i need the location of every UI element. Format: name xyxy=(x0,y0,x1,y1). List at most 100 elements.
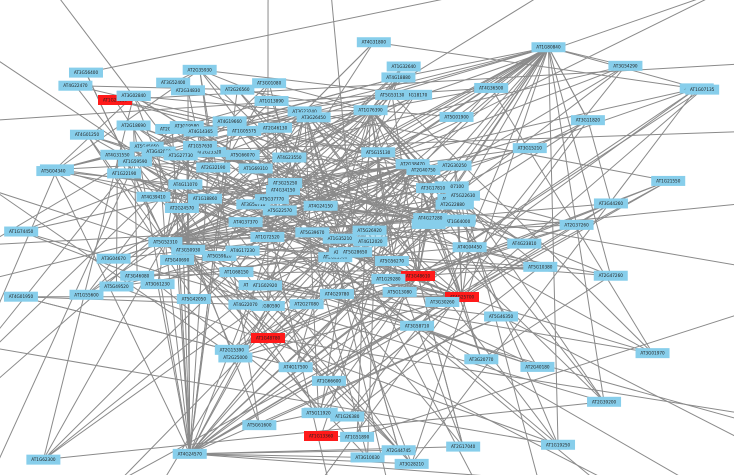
gene-node[interactable]: AT2G30250 xyxy=(437,160,472,171)
gene-node[interactable]: AT2G46130 xyxy=(258,122,293,133)
gene-node[interactable]: AT5G59820 xyxy=(202,250,237,261)
gene-node[interactable]: AT1G19250 xyxy=(541,439,576,450)
gene-node[interactable]: AT3G44260 xyxy=(593,198,628,209)
gene-node[interactable]: AT4G23550 xyxy=(272,152,307,163)
highlighted-gene-node[interactable]: AT1G24180 xyxy=(98,95,132,105)
gene-node[interactable]: AT2G34830 xyxy=(170,85,205,96)
gene-node[interactable]: AT4G17230 xyxy=(225,245,260,256)
gene-node[interactable]: AT3G26450 xyxy=(296,112,331,123)
gene-node[interactable]: AT3G42860 xyxy=(141,146,176,157)
gene-node[interactable]: AT5G39670 xyxy=(295,227,330,238)
gene-node[interactable]: AT3G58710 xyxy=(400,320,435,331)
gene-node[interactable]: AT4G01250 xyxy=(69,129,104,140)
gene-node[interactable]: AT4G24570 xyxy=(172,448,207,459)
gene-node[interactable]: AT2G32190 xyxy=(196,162,231,173)
highlighted-gene-node[interactable]: AT4G25700 xyxy=(445,292,479,302)
gene-node[interactable]: AT3G01080 xyxy=(252,78,287,89)
gene-node[interactable]: AT4G19660 xyxy=(212,116,247,127)
gene-node[interactable]: AT1G13890 xyxy=(254,96,289,107)
gene-node[interactable]: AT1G74450 xyxy=(4,226,39,237)
gene-node[interactable]: AT4G31550 xyxy=(100,149,135,160)
gene-node[interactable]: AT1G29280 xyxy=(371,273,406,284)
gene-node[interactable]: AT1G76390 xyxy=(353,105,388,116)
gene-node[interactable]: AT5G22630 xyxy=(446,190,481,201)
gene-node[interactable]: AT3G30260 xyxy=(425,296,460,307)
gene-node[interactable]: AT3G25250 xyxy=(268,178,303,189)
gene-node[interactable]: AT1G18860 xyxy=(188,193,223,204)
gene-node[interactable]: AT2G25000 xyxy=(218,352,253,363)
gene-node[interactable]: AT1G21550 xyxy=(651,175,686,186)
gene-node[interactable]: AT2G35930 xyxy=(182,64,217,75)
gene-node[interactable]: AT5G26920 xyxy=(352,225,387,236)
gene-node[interactable]: AT5G61600 xyxy=(242,420,277,431)
gene-node[interactable]: AT1G35210 xyxy=(322,233,357,244)
gene-node[interactable]: AT1G62300 xyxy=(26,454,61,465)
gene-node[interactable]: AT5G52310 xyxy=(148,237,183,248)
gene-node[interactable]: AT3G01970 xyxy=(635,348,670,359)
gene-node[interactable]: AT4G22070 xyxy=(228,299,263,310)
highlighted-gene-node[interactable]: AT1G48780 xyxy=(251,333,285,343)
gene-node[interactable]: AT4G17500 xyxy=(278,362,313,373)
gene-node[interactable]: AT2G17040 xyxy=(446,441,481,452)
gene-node[interactable]: AT5G40690 xyxy=(160,255,195,266)
gene-node[interactable]: AT3G20770 xyxy=(464,354,499,365)
gene-node[interactable]: AT2G26560 xyxy=(220,84,255,95)
gene-node[interactable]: AT1G26380 xyxy=(330,411,365,422)
gene-node[interactable]: AT3G54290 xyxy=(608,60,643,71)
highlighted-gene-node[interactable]: AT1G13360 xyxy=(304,431,338,441)
gene-node[interactable]: AT1G55600 xyxy=(69,289,104,300)
gene-node[interactable]: AT5G13080 xyxy=(382,286,417,297)
gene-node[interactable]: AT2G23320 xyxy=(192,147,227,158)
gene-node[interactable]: AT2G27080 xyxy=(289,299,324,310)
gene-node[interactable]: AT5G04340 xyxy=(36,166,71,177)
gene-node[interactable]: AT4G18880 xyxy=(381,72,416,83)
gene-node[interactable]: AT5G46350 xyxy=(484,311,519,322)
gene-node[interactable]: AT3G02840 xyxy=(116,90,151,101)
gene-node[interactable]: AT1G02920 xyxy=(248,280,283,291)
gene-node[interactable]: AT5G53130 xyxy=(375,89,410,100)
gene-node[interactable]: AT4G14365 xyxy=(183,126,218,137)
gene-node[interactable]: AT5G42050 xyxy=(176,294,211,305)
gene-node[interactable]: AT3G50930 xyxy=(171,244,206,255)
gene-node[interactable]: AT1G68150 xyxy=(219,267,254,278)
gene-node[interactable]: AT1G57630 xyxy=(183,140,218,151)
gene-node[interactable]: AT1G22190 xyxy=(107,168,142,179)
gene-node[interactable]: AT3G04670 xyxy=(96,253,131,264)
gene-node[interactable]: AT5G49520 xyxy=(99,281,134,292)
gene-node[interactable]: AT5G66070 xyxy=(225,149,260,160)
gene-node[interactable]: AT1G51890 xyxy=(340,431,375,442)
gene-node[interactable]: AT5G07100 xyxy=(434,181,469,192)
gene-node[interactable]: AT3G28210 xyxy=(394,458,429,469)
gene-node[interactable]: AT4G29780 xyxy=(319,288,354,299)
gene-node[interactable]: AT2G22880 xyxy=(435,199,470,210)
gene-node[interactable]: AT1G32640 xyxy=(386,61,421,72)
gene-node[interactable]: AT3G23240 xyxy=(287,106,322,117)
gene-node[interactable]: AT2G37260 xyxy=(559,219,594,230)
gene-node[interactable]: AT3G52400 xyxy=(156,77,191,88)
gene-node[interactable]: AT4G22470 xyxy=(58,80,93,91)
gene-node[interactable]: AT3G17810 xyxy=(415,183,450,194)
gene-node[interactable]: AT2G44745 xyxy=(381,445,416,456)
gene-node[interactable]: AT1G27730 xyxy=(163,150,198,161)
gene-node[interactable]: AT5G10380 xyxy=(523,261,558,272)
gene-node[interactable]: AT1G66600 xyxy=(311,375,346,386)
gene-node[interactable]: AT4G23810 xyxy=(507,238,542,249)
gene-node[interactable]: AT4G18170 xyxy=(398,89,433,100)
gene-node[interactable]: AT1G69310 xyxy=(238,163,273,174)
gene-node[interactable]: AT3G46080 xyxy=(120,270,155,281)
gene-node[interactable]: AT1G64000 xyxy=(441,216,476,227)
gene-node[interactable]: AT2G40750 xyxy=(406,165,441,176)
gene-node[interactable]: AT1G80590 xyxy=(250,300,285,311)
gene-node[interactable]: AT2G47260 xyxy=(593,270,628,281)
gene-node[interactable]: AT3G61230 xyxy=(140,279,175,290)
gene-node[interactable]: AT5G28650 xyxy=(338,247,373,258)
gene-node[interactable]: AT4G27280 xyxy=(413,213,448,224)
gene-node[interactable]: AT5G15130 xyxy=(361,147,396,158)
gene-node[interactable]: AT4G37370 xyxy=(228,217,263,228)
gene-node[interactable]: AT3G15210 xyxy=(512,143,547,154)
gene-node[interactable]: AT1G05575 xyxy=(227,125,262,136)
gene-node[interactable]: AT4G12020 xyxy=(353,236,388,247)
gene-node[interactable]: AT2G38470 xyxy=(395,159,430,170)
gene-node[interactable]: AT5G22570 xyxy=(262,205,297,216)
gene-node[interactable]: AT4G11070 xyxy=(168,179,203,190)
